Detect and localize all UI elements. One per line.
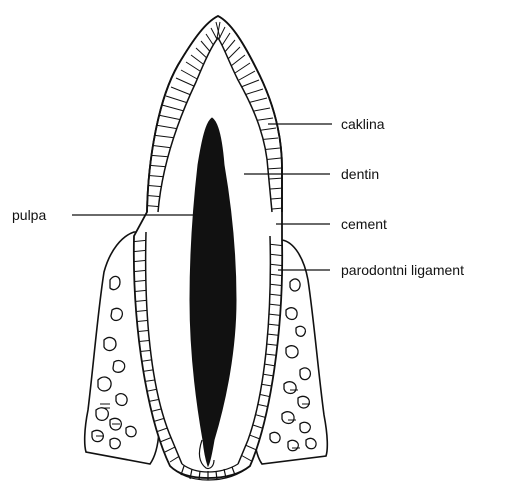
tooth (130, 16, 286, 480)
dentin-label: dentin (341, 166, 379, 182)
cementum-label: cement (341, 216, 387, 232)
enamel-label: caklina (341, 116, 385, 132)
pdl-label: parodontni ligament (341, 262, 464, 278)
pulp-label: pulpa (12, 207, 46, 223)
